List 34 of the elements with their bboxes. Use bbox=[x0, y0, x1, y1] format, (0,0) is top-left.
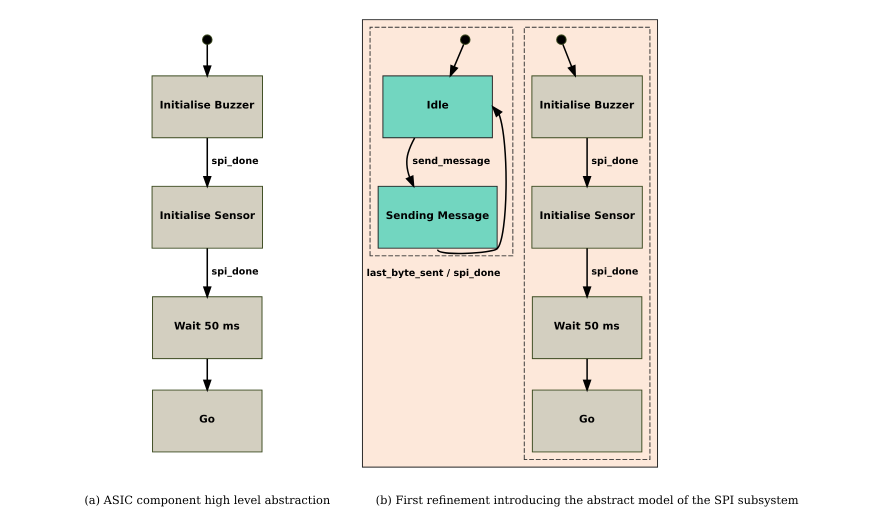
node-box: Wait 50 ms bbox=[152, 296, 262, 360]
node-box: Go bbox=[532, 390, 642, 452]
node-box: Initialise Buzzer bbox=[152, 75, 263, 138]
arrow bbox=[202, 358, 212, 392]
edge-label: last_byte_sent / spi_done bbox=[366, 268, 500, 280]
arrow bbox=[562, 44, 576, 78]
arrow bbox=[405, 138, 416, 188]
node-box: Initialise Sensor bbox=[152, 186, 263, 249]
node-box: Idle bbox=[382, 75, 493, 138]
cluster bbox=[362, 19, 658, 468]
edge-label: spi_done bbox=[212, 266, 259, 278]
node-box: Wait 50 ms bbox=[532, 296, 642, 360]
arrow bbox=[582, 248, 592, 299]
node-box: Sending Message bbox=[378, 186, 498, 249]
arrow bbox=[202, 138, 212, 189]
node-box: Go bbox=[152, 390, 262, 452]
edge-label: send_message bbox=[412, 156, 490, 167]
node-circle bbox=[460, 34, 471, 45]
node-circle bbox=[556, 34, 567, 45]
label: (b) First refinement introducing the abstract model of the SPI subsystem bbox=[376, 492, 799, 507]
arrow bbox=[582, 138, 592, 189]
arrow bbox=[437, 105, 507, 254]
edge-label: spi_done bbox=[591, 266, 638, 278]
arrow bbox=[582, 358, 592, 392]
node-circle bbox=[202, 34, 213, 45]
edge-label: spi_done bbox=[591, 156, 638, 167]
cluster bbox=[524, 26, 650, 460]
edge-label: spi_done bbox=[212, 156, 259, 167]
arrow bbox=[202, 44, 212, 78]
arrow bbox=[450, 44, 464, 78]
node-box: Initialise Sensor bbox=[531, 186, 643, 249]
arrow bbox=[202, 248, 212, 299]
node-box: Initialise Buzzer bbox=[531, 75, 643, 138]
label: (a) ASIC component high level abstraction bbox=[84, 492, 330, 507]
